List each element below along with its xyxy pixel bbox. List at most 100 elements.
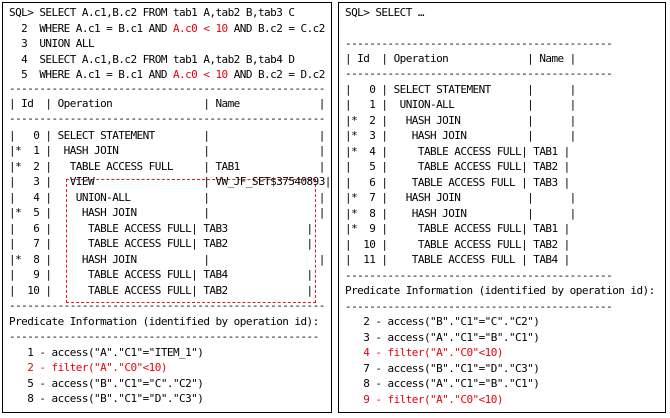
- right-panel-line: Predicate Information (identified by ope…: [345, 283, 655, 298]
- code-text: 3 - access("A"."C1"="B"."C1"): [345, 331, 540, 344]
- left-panel-line: 4 SELECT A.c1,B.c2 FROM tab1 A,tab2 B,ta…: [9, 52, 295, 67]
- right-panel-line: |* 2 | HASH JOIN | |: [345, 113, 576, 128]
- right-panel-line: |* 8 | HASH JOIN | |: [345, 206, 576, 221]
- left-panel-line: | 7 | TABLE ACCESS FULL| TAB2 |: [9, 236, 313, 251]
- code-text: | 1 | UNION-ALL | |: [345, 98, 576, 111]
- right-panel-line: 4 - filter("A"."C0"<10): [345, 345, 503, 360]
- right-panel-line: | Id | Operation | Name |: [345, 51, 576, 66]
- code-text: 7 - access("B"."C1"="D"."C3"): [345, 362, 540, 375]
- code-text: ----------------------------------------…: [9, 82, 325, 95]
- code-text: 2 - access("B"."C1"="C"."C2"): [345, 315, 540, 328]
- code-text: ----------------------------------------…: [345, 37, 613, 50]
- code-text: AND B.c2 = D.c2 ;: [227, 68, 332, 81]
- code-text: 8 - access("B"."C1"="D"."C3"): [9, 392, 204, 405]
- left-panel-line: | Id | Operation | Name |: [9, 96, 325, 111]
- code-text: SQL> SELECT A.c1,B.c2 FROM tab1 A,tab2 B…: [9, 6, 295, 19]
- right-panel-line: 2 - access("B"."C1"="C"."C2"): [345, 314, 540, 329]
- code-text: | 0 | SELECT STATEMENT | |: [9, 129, 325, 142]
- code-text: | 9 | TABLE ACCESS FULL| TAB4 |: [9, 268, 313, 281]
- right-sql-plan-panel: SQL> SELECT … ---------------------------…: [338, 2, 666, 413]
- highlighted-text: 9 - filter("A"."C0"<10): [345, 393, 503, 406]
- right-panel-line: ----------------------------------------…: [345, 36, 613, 51]
- code-text: 2 WHERE A.c1 = B.c1 AND: [9, 22, 173, 35]
- code-text: SQL> SELECT …: [345, 6, 425, 19]
- right-panel-line: SQL> SELECT …: [345, 5, 425, 20]
- code-text: |* 1 | HASH JOIN | |: [9, 144, 325, 157]
- right-panel-line: ----------------------------------------…: [345, 299, 613, 314]
- code-text: | 4 | UNION-ALL | |: [9, 191, 325, 204]
- code-text: |* 5 | HASH JOIN | |: [9, 206, 325, 219]
- left-panel-line: ----------------------------------------…: [9, 298, 325, 313]
- left-panel-line: 5 WHERE A.c1 = B.c1 AND A.c0 < 10 AND B.…: [9, 67, 332, 82]
- right-panel-line: | 5 | TABLE ACCESS FULL| TAB2 |: [345, 159, 570, 174]
- right-panel-line: | 0 | SELECT STATEMENT | |: [345, 82, 576, 97]
- left-panel-line: | 0 | SELECT STATEMENT | |: [9, 128, 325, 143]
- left-panel-line: | 3 | VIEW | VW_JF_SET$37540893|: [9, 174, 331, 189]
- code-text: ----------------------------------------…: [345, 300, 613, 313]
- code-text: | 6 | TABLE ACCESS FULL | TAB3 |: [345, 176, 570, 189]
- code-text: 5 - access("B"."C1"="C"."C2"): [9, 377, 204, 390]
- left-panel-line: 3 UNION ALL: [9, 36, 94, 51]
- right-panel-line: |* 9 | TABLE ACCESS FULL| TAB1 |: [345, 221, 570, 236]
- code-text: |* 9 | TABLE ACCESS FULL| TAB1 |: [345, 222, 570, 235]
- code-text: ----------------------------------------…: [9, 299, 325, 312]
- code-text: | 5 | TABLE ACCESS FULL| TAB2 |: [345, 160, 570, 173]
- code-text: 1 - access("A"."C1"="ITEM_1"): [9, 346, 204, 359]
- highlighted-text: A.c0 < 10: [172, 22, 228, 35]
- left-panel-line: SQL> SELECT A.c1,B.c2 FROM tab1 A,tab2 B…: [9, 5, 295, 20]
- code-text: ----------------------------------------…: [9, 330, 319, 343]
- highlighted-text: A.c0 < 10: [172, 68, 228, 81]
- right-panel-line: |* 4 | TABLE ACCESS FULL| TAB1 |: [345, 144, 570, 159]
- left-panel-line: 1 - access("A"."C1"="ITEM_1"): [9, 345, 204, 360]
- code-text: | 0 | SELECT STATEMENT | |: [345, 83, 576, 96]
- highlighted-text: 4 - filter("A"."C0"<10): [345, 346, 503, 359]
- code-text: Predicate Information (identified by ope…: [345, 284, 655, 297]
- left-panel-line: 8 - access("B"."C1"="D"."C3"): [9, 391, 204, 406]
- right-panel-line: 8 - access("A"."C1"="B"."C1"): [345, 376, 540, 391]
- code-text: | 7 | TABLE ACCESS FULL| TAB2 |: [9, 237, 313, 250]
- code-text: 4 SELECT A.c1,B.c2 FROM tab1 A,tab2 B,ta…: [9, 53, 295, 66]
- left-panel-line: |* 1 | HASH JOIN | |: [9, 143, 325, 158]
- right-panel-line: | 1 | UNION-ALL | |: [345, 97, 576, 112]
- left-panel-line: |* 5 | HASH JOIN | |: [9, 205, 325, 220]
- right-panel-line: ----------------------------------------…: [345, 66, 613, 81]
- left-panel-line: 2 WHERE A.c1 = B.c1 AND A.c0 < 10 AND B.…: [9, 21, 325, 36]
- left-panel-line: | 4 | UNION-ALL | |: [9, 190, 325, 205]
- left-panel-line: ----------------------------------------…: [9, 81, 325, 96]
- right-panel-line: 3 - access("A"."C1"="B"."C1"): [345, 330, 540, 345]
- right-panel-line: |* 3 | HASH JOIN | |: [345, 128, 576, 143]
- left-panel-line: | 9 | TABLE ACCESS FULL| TAB4 |: [9, 267, 313, 282]
- left-panel-line: ----------------------------------------…: [9, 111, 325, 126]
- right-panel-line: 9 - filter("A"."C0"<10): [345, 392, 503, 407]
- left-panel-line: |* 2 | TABLE ACCESS FULL | TAB1 |: [9, 159, 325, 174]
- left-panel-line: |* 8 | HASH JOIN | |: [9, 252, 325, 267]
- code-text: ----------------------------------------…: [345, 269, 613, 282]
- code-text: | 11 | TABLE ACCESS FULL | TAB4 |: [345, 253, 570, 266]
- code-text: | Id | Operation | Name |: [345, 52, 576, 65]
- code-text: | 3 | VIEW | VW_JF_SET$37540893|: [9, 175, 331, 188]
- left-panel-line: | 6 | TABLE ACCESS FULL| TAB3 |: [9, 221, 313, 236]
- code-text: 5 WHERE A.c1 = B.c1 AND: [9, 68, 173, 81]
- right-panel-line: ----------------------------------------…: [345, 268, 613, 283]
- left-panel-line: ----------------------------------------…: [9, 329, 319, 344]
- code-text: |* 4 | TABLE ACCESS FULL| TAB1 |: [345, 145, 570, 158]
- code-text: |* 3 | HASH JOIN | |: [345, 129, 576, 142]
- right-panel-line: 7 - access("B"."C1"="D"."C3"): [345, 361, 540, 376]
- code-text: ----------------------------------------…: [9, 112, 325, 125]
- code-text: | 10 | TABLE ACCESS FULL| TAB2 |: [345, 238, 570, 251]
- code-text: |* 2 | HASH JOIN | |: [345, 114, 576, 127]
- right-panel-line: |* 7 | HASH JOIN | |: [345, 190, 576, 205]
- left-panel-line: 5 - access("B"."C1"="C"."C2"): [9, 376, 204, 391]
- right-panel-line: | 6 | TABLE ACCESS FULL | TAB3 |: [345, 175, 570, 190]
- right-panel-line: | 10 | TABLE ACCESS FULL| TAB2 |: [345, 237, 570, 252]
- code-text: |* 8 | HASH JOIN | |: [9, 253, 325, 266]
- highlighted-text: 2 - filter("A"."C0"<10): [9, 361, 167, 374]
- left-panel-line: Predicate Information (identified by ope…: [9, 314, 319, 329]
- code-text: 3 UNION ALL: [9, 37, 95, 50]
- code-text: ----------------------------------------…: [345, 67, 613, 80]
- code-text: 8 - access("A"."C1"="B"."C1"): [345, 377, 540, 390]
- code-text: | 6 | TABLE ACCESS FULL| TAB3 |: [9, 222, 313, 235]
- left-panel-line: | 10 | TABLE ACCESS FULL| TAB2 |: [9, 283, 313, 298]
- code-text: |* 8 | HASH JOIN | |: [345, 207, 576, 220]
- code-text: Predicate Information (identified by ope…: [9, 315, 319, 328]
